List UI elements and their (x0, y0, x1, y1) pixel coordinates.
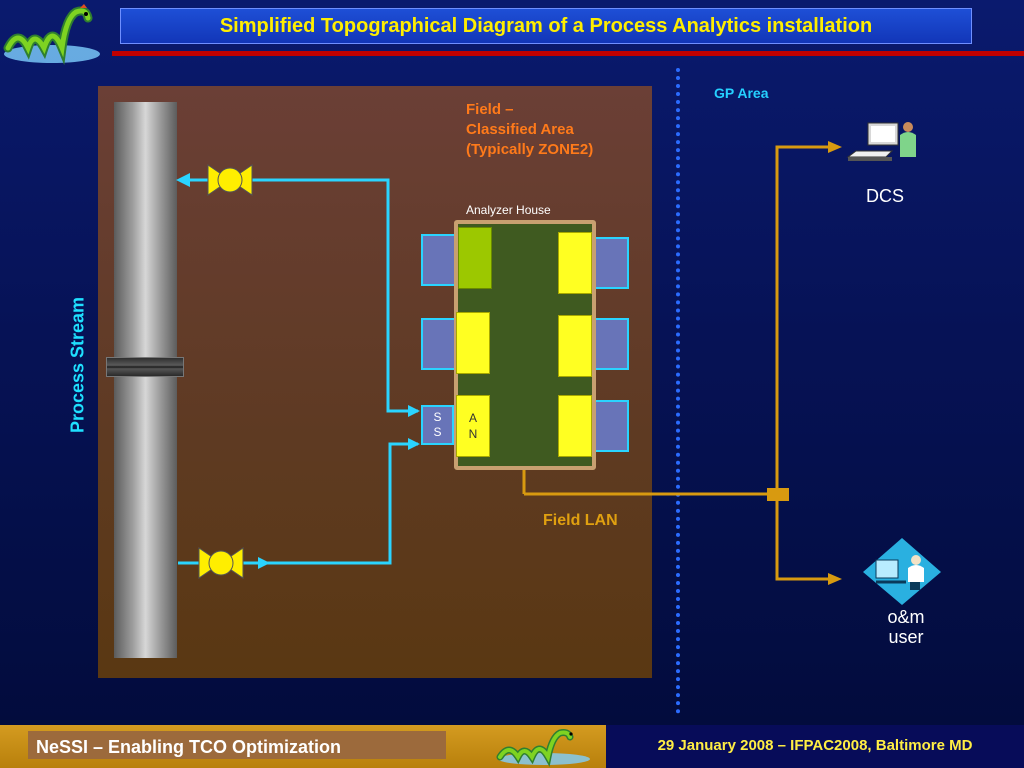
arrow-supply (258, 557, 270, 569)
return-line (186, 178, 418, 413)
field-label-line-2: Classified Area (466, 121, 574, 138)
analyzer-slot (593, 237, 629, 289)
analyzer-module (456, 312, 490, 374)
analyzer-slot (593, 400, 629, 452)
an-line-2: N (468, 427, 478, 441)
arrow-supply-ss (408, 438, 420, 450)
nessie-logo-icon (3, 4, 100, 66)
om-line-2: user (888, 627, 924, 647)
analyzer-module-an: A N (456, 395, 490, 457)
field-label-line-3: (Typically ZONE2) (466, 141, 594, 158)
ss-line-2: S (433, 425, 442, 439)
field-classified-label: Field – Classified Area (Typically ZONE2… (466, 100, 646, 160)
dcs-workstation-icon (846, 122, 916, 161)
supply-line (178, 442, 418, 565)
nessie-logo-icon (496, 729, 590, 767)
om-user-icon (863, 538, 941, 605)
gp-area-label: GP Area (714, 85, 769, 101)
om-line-1: o&m (887, 607, 925, 627)
om-user-label: o&m user (870, 607, 942, 647)
an-line-1: A (468, 411, 477, 425)
field-lan-label: Field LAN (543, 512, 618, 529)
field-label-line-1: Field – (466, 101, 514, 118)
analyzer-house-label: Analyzer House (466, 203, 551, 217)
lan-to-om (775, 494, 830, 581)
analyzer-slot (421, 234, 457, 286)
analyzer-module (558, 315, 592, 377)
footer-right-text: 29 January 2008 – IFPAC2008, Baltimore M… (606, 725, 1024, 768)
valve-icon (198, 547, 244, 579)
lan-to-dcs (775, 145, 830, 494)
process-pipe (114, 102, 177, 658)
arrow-to-pipe (176, 173, 190, 187)
arrow-to-ss (408, 405, 420, 417)
sample-system-box: S S (421, 405, 454, 445)
title-divider (112, 51, 1024, 56)
analyzer-module (558, 232, 592, 294)
analyzer-module-green (458, 227, 492, 289)
ss-line-1: S (433, 410, 442, 424)
valve-icon (207, 164, 253, 196)
analyzer-slot (593, 318, 629, 370)
analyzer-module (558, 395, 592, 457)
footer-left-text: NeSSI – Enabling TCO Optimization (28, 731, 446, 759)
analyzer-slot (421, 318, 457, 370)
page-title: Simplified Topographical Diagram of a Pr… (120, 8, 972, 44)
lan-switch (767, 488, 789, 501)
area-divider (676, 68, 680, 714)
dcs-label: DCS (866, 186, 905, 206)
pipe-flange (106, 357, 184, 377)
